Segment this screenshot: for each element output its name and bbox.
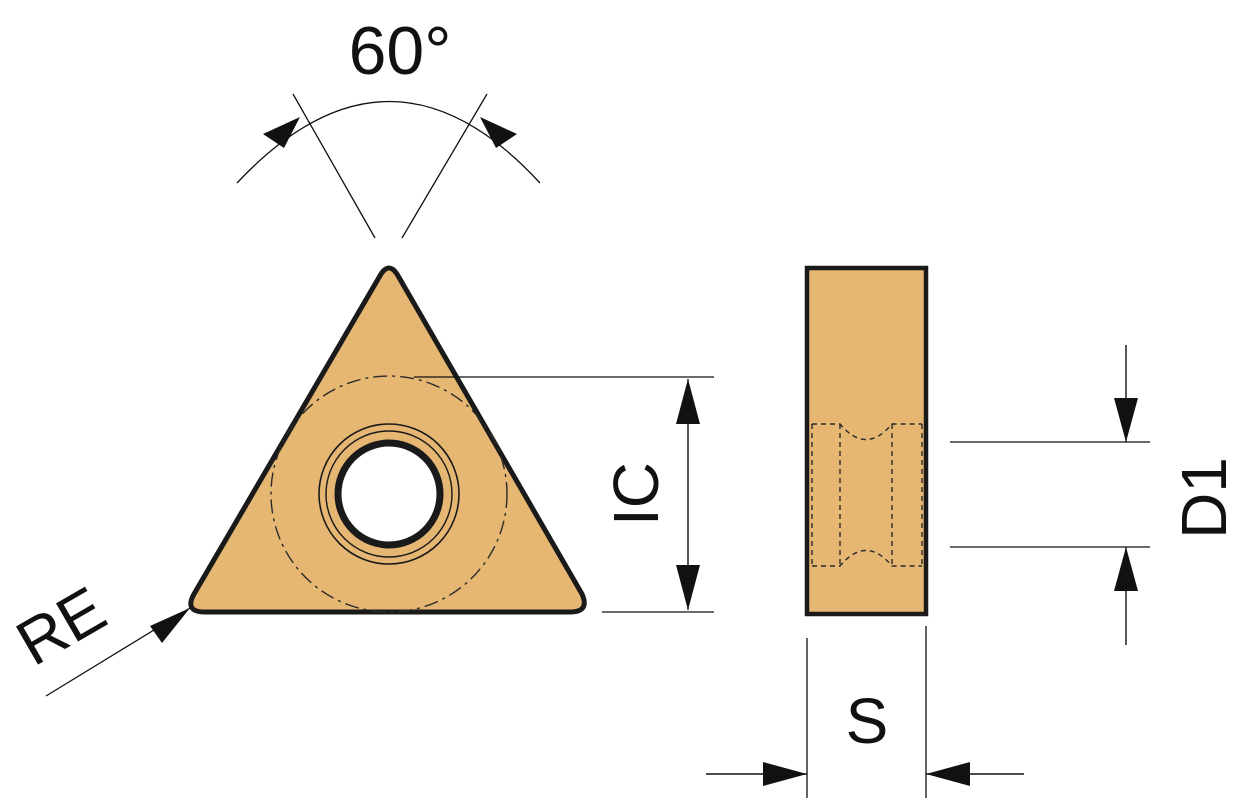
d1-arrow-top: [1114, 398, 1138, 442]
angle-arrow-left: [263, 117, 300, 148]
ic-label: IC: [600, 462, 672, 526]
re-arrow: [150, 608, 190, 643]
s-label: S: [846, 685, 889, 757]
angle-arrow-right: [480, 117, 517, 148]
angle-label: 60°: [349, 13, 452, 89]
s-dimension: S: [706, 626, 1024, 798]
angle-extension-line-right: [401, 93, 488, 239]
angle-dimension: 60°: [236, 13, 541, 239]
insert-top-view: [188, 265, 587, 615]
d1-arrow-bottom: [1114, 547, 1138, 591]
center-hole: [334, 439, 444, 549]
ic-arrow-bottom: [676, 565, 700, 610]
side-view-insert: [804, 265, 929, 617]
ic-arrow-top: [676, 379, 700, 424]
d1-dimension: D1: [950, 345, 1240, 645]
s-arrow-left: [763, 762, 807, 786]
d1-label: D1: [1168, 457, 1240, 539]
countersink-inner-ring: [325, 430, 453, 558]
inscribed-circle: [270, 375, 508, 613]
s-arrow-right: [926, 762, 970, 786]
insert-side-view: [804, 265, 929, 617]
angle-extension-line-left: [292, 93, 376, 239]
countersink-outer-ring: [318, 423, 460, 565]
ic-dimension: IC: [414, 376, 714, 613]
angle-arc: [236, 100, 541, 184]
re-dimension: RE: [5, 573, 191, 697]
